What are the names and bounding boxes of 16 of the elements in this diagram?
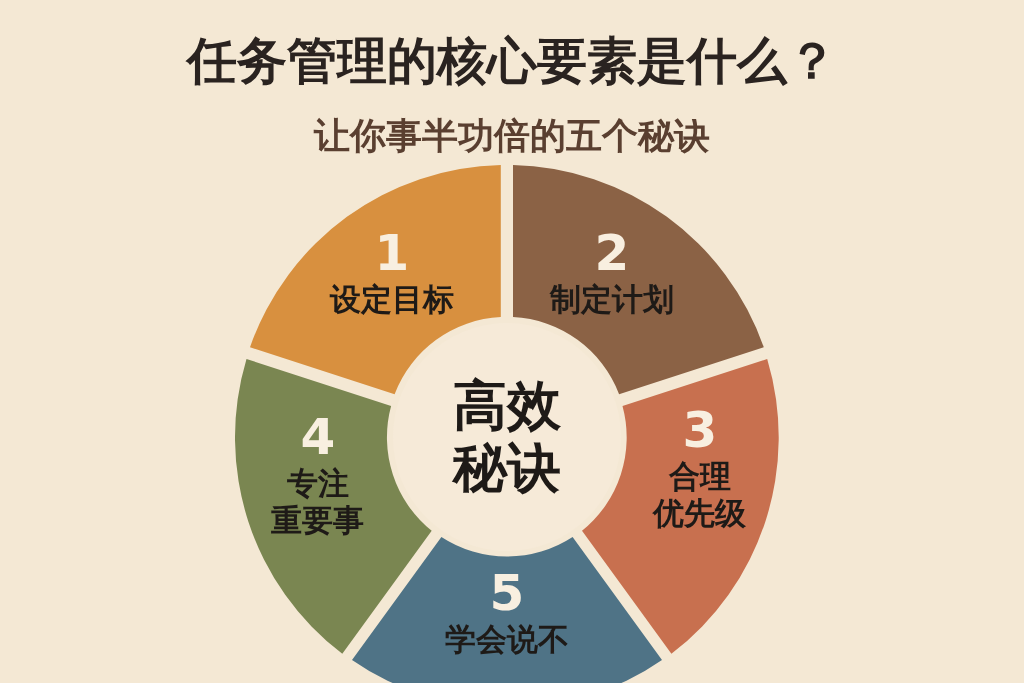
step-label: 设定目标 bbox=[330, 280, 454, 319]
step-label: 学会说不 bbox=[445, 620, 569, 659]
step-number: 1 bbox=[373, 225, 411, 281]
step-number: 3 bbox=[681, 403, 719, 459]
step-label: 制定计划 bbox=[550, 280, 674, 319]
step-label: 专注重要事 bbox=[271, 465, 365, 540]
step-number: 4 bbox=[299, 410, 337, 466]
pie-segment bbox=[235, 358, 432, 654]
step-number: 5 bbox=[488, 565, 526, 621]
step-label: 合理优先级 bbox=[653, 458, 747, 533]
center-label: 高效秘诀 bbox=[453, 374, 561, 500]
title: 任务管理的核心要素是什么？ bbox=[184, 31, 838, 92]
pie-segment bbox=[352, 537, 662, 683]
pie-segment bbox=[582, 358, 779, 654]
subtitle: 让你事半功倍的五个秘诀 bbox=[312, 114, 711, 158]
step-number: 2 bbox=[593, 225, 631, 281]
